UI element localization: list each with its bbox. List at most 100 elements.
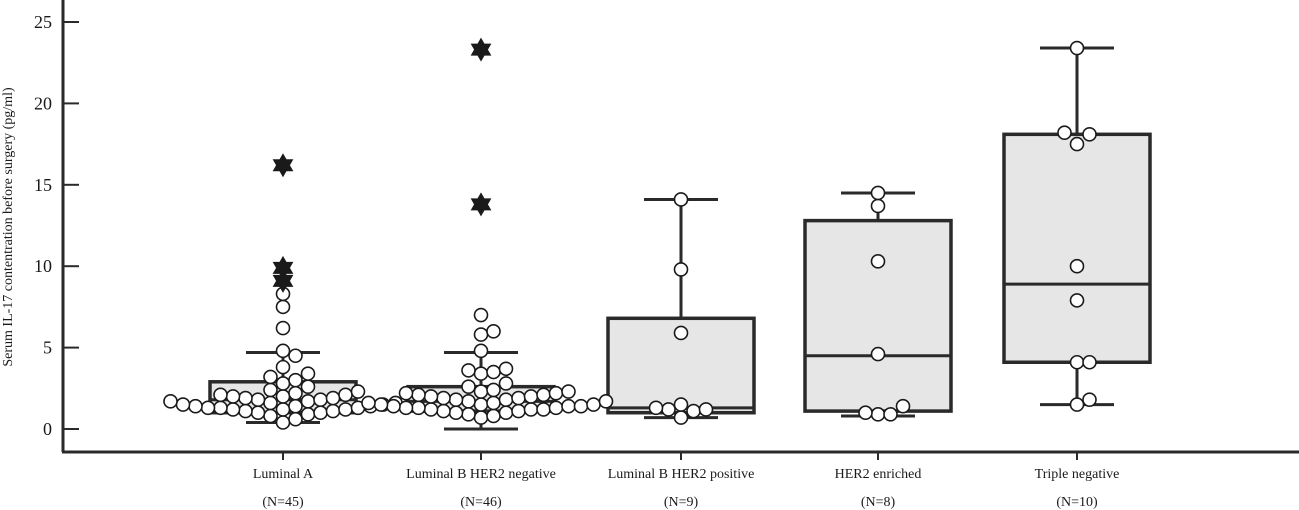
data-point-triple-negative bbox=[1069, 258, 1085, 274]
data-point-luminal-b-her2-negative bbox=[486, 395, 501, 411]
data-point-luminal-b-her2-positive bbox=[673, 192, 689, 207]
data-point-luminal-a bbox=[263, 369, 278, 385]
boxes bbox=[208, 46, 1152, 431]
data-point-triple-negative bbox=[1069, 40, 1085, 56]
data-point-luminal-a bbox=[300, 407, 316, 422]
data-point-luminal-a bbox=[263, 382, 278, 398]
data-point-her2-enriched bbox=[870, 407, 886, 422]
data-point-luminal-b-her2-negative bbox=[373, 397, 389, 412]
data-point-luminal-b-her2-negative bbox=[573, 398, 589, 414]
category-label-luminal-b-her2-positive: Luminal B HER2 positive bbox=[608, 467, 755, 482]
data-point-luminal-b-her2-negative bbox=[511, 403, 526, 419]
data-point-luminal-b-her2-positive bbox=[673, 410, 689, 425]
data-point-triple-negative bbox=[1057, 125, 1072, 141]
category-n-triple-negative: (N=10) bbox=[1056, 495, 1098, 510]
data-point-luminal-b-her2-positive bbox=[673, 397, 689, 412]
data-point-her2-enriched bbox=[858, 405, 873, 421]
data-points bbox=[163, 37, 1097, 430]
data-point-luminal-b-her2-negative bbox=[436, 403, 451, 419]
data-point-luminal-a bbox=[238, 390, 253, 406]
data-point-luminal-b-her2-positive bbox=[698, 402, 714, 417]
box-triple-negative bbox=[1002, 132, 1152, 365]
data-point-luminal-b-her2-negative bbox=[498, 405, 514, 421]
y-axis-label: Serum IL-17 contentration before surgery… bbox=[1, 87, 16, 367]
data-point-luminal-a bbox=[275, 415, 291, 430]
data-point-triple-negative bbox=[1069, 136, 1085, 152]
data-point-luminal-a bbox=[300, 394, 316, 409]
data-point-luminal-b-her2-negative bbox=[361, 395, 376, 411]
data-point-her2-enriched bbox=[870, 198, 886, 214]
data-point-luminal-a bbox=[275, 359, 291, 375]
data-point-luminal-b-her2-negative bbox=[561, 384, 576, 399]
data-point-luminal-b-her2-negative bbox=[473, 307, 489, 323]
outlier-star-luminal-a bbox=[272, 153, 294, 178]
category-label-her2-enriched: HER2 enriched bbox=[835, 467, 922, 482]
data-point-luminal-a bbox=[325, 403, 341, 419]
data-point-triple-negative bbox=[1069, 397, 1085, 412]
data-point-luminal-a bbox=[338, 387, 353, 403]
data-point-luminal-a bbox=[263, 395, 278, 411]
data-point-luminal-b-her2-negative bbox=[448, 392, 464, 407]
data-point-luminal-a bbox=[200, 400, 216, 416]
category-labels: Luminal A(N=45)Luminal B HER2 negative(N… bbox=[253, 467, 1119, 510]
y-tick-label: 0 bbox=[43, 419, 52, 439]
category-n-luminal-b-her2-positive: (N=9) bbox=[664, 495, 699, 510]
data-point-luminal-a bbox=[213, 400, 228, 416]
data-point-luminal-b-her2-negative bbox=[423, 402, 439, 417]
data-point-luminal-b-her2-negative bbox=[411, 400, 426, 416]
data-point-luminal-a bbox=[275, 389, 291, 404]
data-point-her2-enriched bbox=[870, 254, 886, 269]
data-point-luminal-a bbox=[288, 348, 303, 364]
category-label-luminal-a: Luminal A bbox=[253, 467, 314, 482]
y-tick-label: 15 bbox=[34, 175, 52, 195]
data-point-luminal-b-her2-negative bbox=[548, 400, 564, 416]
data-point-luminal-b-her2-negative bbox=[461, 394, 476, 409]
data-point-luminal-b-her2-negative bbox=[473, 410, 489, 425]
data-point-luminal-a bbox=[263, 408, 278, 424]
data-point-luminal-a bbox=[225, 402, 241, 417]
outlier-star-luminal-b-her2-negative bbox=[470, 192, 492, 217]
data-point-luminal-a bbox=[238, 403, 253, 419]
data-point-luminal-b-her2-positive bbox=[673, 262, 689, 277]
data-point-her2-enriched bbox=[870, 346, 886, 362]
data-point-luminal-a bbox=[275, 376, 291, 391]
data-point-luminal-a bbox=[338, 402, 353, 417]
data-point-luminal-b-her2-negative bbox=[498, 376, 514, 391]
data-point-triple-negative bbox=[1069, 354, 1085, 370]
data-point-luminal-b-her2-negative bbox=[536, 402, 551, 417]
data-point-luminal-a bbox=[325, 390, 341, 406]
y-tick-label: 25 bbox=[34, 12, 52, 32]
data-point-luminal-a bbox=[163, 394, 178, 409]
y-tick-label: 20 bbox=[34, 93, 52, 113]
data-point-luminal-b-her2-positive bbox=[648, 400, 664, 416]
data-point-luminal-b-her2-negative bbox=[473, 366, 489, 381]
data-point-luminal-a bbox=[288, 398, 303, 414]
data-point-luminal-b-her2-negative bbox=[398, 400, 414, 416]
outlier-star-luminal-a bbox=[272, 268, 294, 293]
y-tick-label: 10 bbox=[34, 256, 52, 276]
data-point-luminal-b-her2-negative bbox=[486, 382, 501, 398]
data-point-luminal-b-her2-negative bbox=[486, 408, 501, 424]
data-point-luminal-b-her2-negative bbox=[423, 389, 439, 404]
data-point-luminal-a bbox=[300, 379, 316, 394]
data-point-luminal-a bbox=[275, 299, 291, 315]
data-point-luminal-a bbox=[188, 398, 203, 414]
data-point-luminal-b-her2-negative bbox=[461, 363, 476, 378]
data-point-luminal-a bbox=[313, 392, 328, 407]
category-n-luminal-a: (N=45) bbox=[262, 495, 304, 510]
data-point-luminal-a bbox=[288, 411, 303, 427]
data-point-luminal-b-her2-negative bbox=[411, 387, 426, 403]
data-point-luminal-b-her2-negative bbox=[586, 397, 601, 412]
data-point-luminal-b-her2-negative bbox=[473, 397, 489, 412]
data-point-luminal-b-her2-negative bbox=[523, 402, 539, 417]
data-point-luminal-a bbox=[313, 405, 328, 421]
outlier-star-luminal-a bbox=[272, 255, 294, 280]
data-point-luminal-b-her2-positive bbox=[673, 325, 689, 341]
data-point-luminal-a bbox=[275, 343, 291, 359]
box-her2-enriched bbox=[803, 218, 953, 413]
data-point-luminal-b-her2-negative bbox=[461, 379, 476, 394]
category-n-her2-enriched: (N=8) bbox=[861, 495, 896, 510]
data-point-luminal-b-her2-negative bbox=[448, 405, 464, 421]
